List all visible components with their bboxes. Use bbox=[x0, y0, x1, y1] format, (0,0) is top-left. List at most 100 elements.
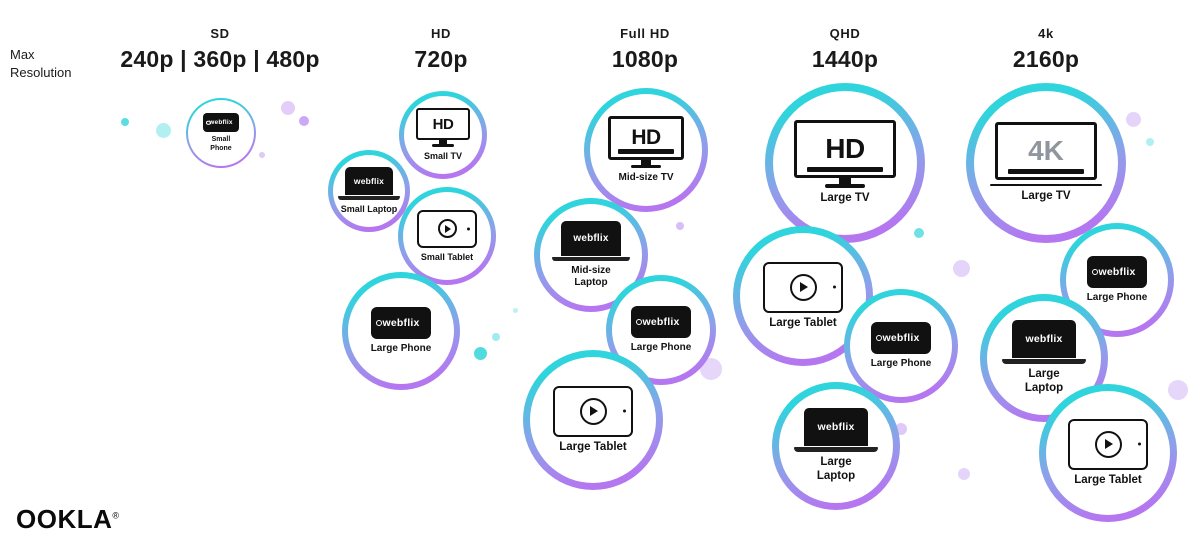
webflix-logo: webflix bbox=[209, 119, 233, 127]
tv-screen: HD bbox=[416, 108, 470, 141]
webflix-logo: webflix bbox=[353, 176, 385, 187]
bubble-label: Large Phone bbox=[630, 342, 692, 353]
resolution-label: 720p bbox=[414, 46, 468, 72]
resolution-label: 1080p bbox=[611, 46, 679, 72]
tier-label: 4k bbox=[1038, 26, 1054, 41]
decorative-dot bbox=[259, 152, 265, 158]
bubble-label: Large Laptop bbox=[1024, 367, 1064, 394]
play-triangle bbox=[444, 224, 451, 233]
laptop-screen: webflix bbox=[345, 167, 393, 196]
decorative-dot bbox=[1126, 112, 1141, 127]
bubble-label: Large Phone bbox=[370, 343, 432, 354]
laptop-base bbox=[552, 257, 630, 261]
laptop-icon: webflix bbox=[794, 408, 878, 452]
bubble-label: Mid-size Laptop bbox=[571, 265, 611, 288]
column-header-4k: 4k 2160p bbox=[1013, 26, 1079, 73]
play-triangle bbox=[1105, 439, 1113, 450]
bubble-label: Small Phone bbox=[210, 136, 232, 152]
tier-label: Full HD bbox=[620, 26, 670, 41]
bubble-hd-small-laptop: webflix Small Laptop bbox=[328, 150, 410, 232]
bubble-label: Large Phone bbox=[1086, 292, 1148, 303]
tv-stand-base bbox=[825, 184, 865, 188]
decorative-dot bbox=[676, 222, 684, 230]
bubble-label: Large Laptop bbox=[816, 455, 856, 482]
bubble-label: Small TV bbox=[423, 150, 462, 161]
bubble-qhd-large-tv: HD Large TV bbox=[765, 83, 925, 243]
decorative-dot bbox=[156, 123, 171, 138]
tv-screen: HD bbox=[608, 116, 684, 160]
tablet-icon bbox=[763, 261, 843, 313]
laptop-screen: webflix bbox=[1012, 320, 1076, 359]
decorative-dot bbox=[513, 308, 518, 313]
ookla-wordmark: OOKLA bbox=[16, 504, 113, 534]
resolution-label: 1440p bbox=[811, 46, 879, 72]
ookla-logo: OOKLA® bbox=[16, 504, 120, 535]
decorative-dot bbox=[492, 333, 500, 341]
axis-label: Max Resolution bbox=[10, 47, 72, 80]
tv-icon: 4K bbox=[990, 121, 1102, 187]
bubble-qhd-large-phone: webflix Large Phone bbox=[844, 289, 958, 403]
bubble-hd-small-tablet: Small Tablet bbox=[398, 187, 496, 285]
tier-label: HD bbox=[431, 26, 451, 41]
bubble-label: Large Tablet bbox=[769, 316, 837, 329]
decorative-dot bbox=[474, 347, 487, 360]
hd-logo: HD bbox=[631, 126, 661, 149]
bubble-label: Mid-size TV bbox=[618, 172, 674, 183]
phone-icon: webflix bbox=[1087, 256, 1147, 288]
laptop-screen: webflix bbox=[804, 408, 868, 447]
bubble-qhd-large-laptop: webflix Large Laptop bbox=[772, 382, 900, 510]
bubble-label: Small Laptop bbox=[340, 203, 398, 214]
laptop-base bbox=[1002, 359, 1086, 364]
bubble-hd-large-phone: webflix Large Phone bbox=[342, 272, 460, 390]
laptop-base bbox=[338, 196, 400, 200]
bubble-4k-large-tablet: Large Tablet bbox=[1039, 384, 1177, 522]
decorative-dot bbox=[914, 228, 924, 238]
decorative-dot bbox=[700, 358, 722, 380]
tablet-icon bbox=[417, 209, 477, 248]
phone-icon: webflix bbox=[203, 113, 239, 133]
play-icon bbox=[789, 273, 817, 301]
bubble-label: Large TV bbox=[1021, 190, 1071, 203]
bubble-fullhd-mid-size-tv: HD Mid-size TV bbox=[584, 88, 708, 212]
laptop-icon: webflix bbox=[1002, 320, 1086, 364]
decorative-dot bbox=[953, 260, 970, 277]
hd-logo: HD bbox=[825, 133, 865, 165]
tv-stand-base bbox=[631, 165, 661, 168]
webflix-logo: webflix bbox=[573, 233, 609, 244]
decorative-dot bbox=[1146, 138, 1154, 146]
bubble-label: Large Phone bbox=[870, 358, 932, 369]
tv-icon: HD bbox=[416, 108, 470, 147]
bubble-hd-small-tv: HD Small TV bbox=[399, 91, 487, 179]
column-header-sd: SD 240p | 360p | 480p bbox=[120, 26, 319, 73]
webflix-logo: webflix bbox=[1098, 266, 1136, 278]
bubble-label: Large Tablet bbox=[1074, 473, 1142, 486]
column-header-fullhd: Full HD 1080p bbox=[612, 26, 678, 73]
bubble-fullhd-large-tablet: Large Tablet bbox=[523, 350, 663, 490]
tv-stand-base bbox=[432, 144, 454, 147]
webflix-logo: webflix bbox=[1025, 333, 1063, 346]
column-header-hd: HD 720p bbox=[414, 26, 467, 73]
decorative-dot bbox=[121, 118, 129, 126]
tv-stand-neck bbox=[839, 178, 851, 185]
decorative-dot bbox=[281, 101, 295, 115]
tablet-icon bbox=[1068, 418, 1148, 470]
tv-screen: HD bbox=[794, 120, 896, 179]
laptop-screen: webflix bbox=[561, 221, 621, 256]
decorative-dot bbox=[299, 116, 309, 126]
tier-label: SD bbox=[210, 26, 230, 41]
bubble-label: Large TV bbox=[820, 191, 870, 204]
play-icon bbox=[579, 397, 607, 425]
resolution-label: 240p | 360p | 480p bbox=[120, 46, 320, 72]
play-triangle bbox=[590, 406, 598, 417]
phone-icon: webflix bbox=[371, 307, 431, 339]
tv-stand-neck bbox=[641, 160, 651, 165]
play-icon bbox=[437, 219, 457, 239]
tv-screen: 4K bbox=[995, 121, 1097, 180]
webflix-logo: webflix bbox=[382, 317, 420, 329]
play-triangle bbox=[800, 282, 808, 293]
resolution-label: 2160p bbox=[1012, 46, 1080, 72]
hd-logo: HD bbox=[432, 115, 454, 133]
bubble-fullhd-mid-size-laptop: webflix Mid-size Laptop bbox=[534, 198, 648, 312]
laptop-icon: webflix bbox=[338, 167, 400, 200]
